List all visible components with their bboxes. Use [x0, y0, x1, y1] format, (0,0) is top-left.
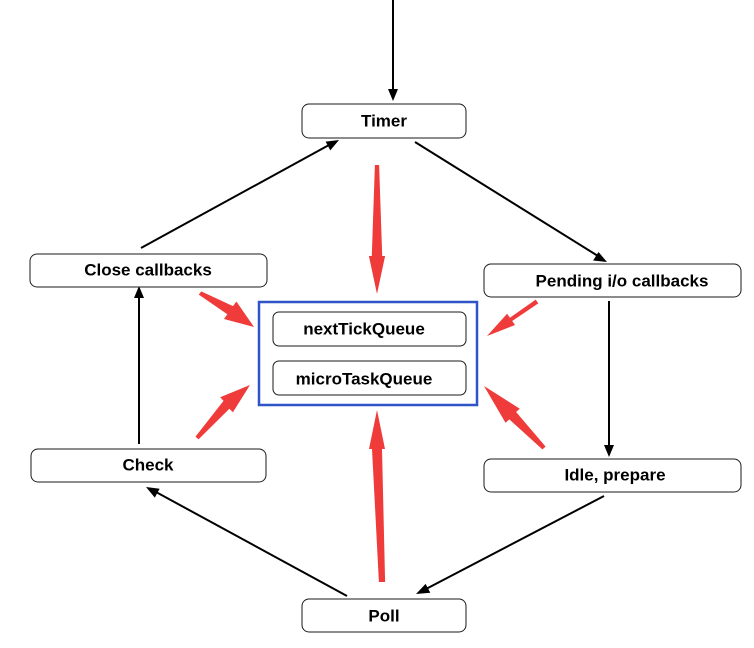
- queue-frame: [257, 300, 479, 407]
- queue-micro-task: microTaskQueue: [272, 360, 467, 396]
- phase-check-label: Check: [122, 455, 174, 474]
- phase-close-label: Close callbacks: [84, 260, 212, 279]
- phase-close-callbacks: Close callbacks: [29, 253, 268, 288]
- phase-pending-io-callbacks: Pending i/o callbacks: [483, 263, 742, 298]
- queue-arrow-from-pending: [487, 299, 539, 336]
- phase-poll: Poll: [301, 598, 467, 633]
- queue-micro-task-label: microTaskQueue: [296, 369, 433, 388]
- arrow-idle-to-poll: [416, 495, 605, 594]
- queue-arrow-from-poll: [369, 410, 386, 582]
- queue-arrow-from-timer: [368, 165, 386, 294]
- arrow-close-to-timer: [140, 140, 339, 249]
- phase-idle-label: Idle, prepare: [564, 465, 665, 484]
- phase-timer-label: Timer: [361, 111, 407, 130]
- arrow-check-to-close: [134, 286, 144, 444]
- queue-arrows: [195, 165, 546, 582]
- phase-idle-prepare: Idle, prepare: [483, 458, 742, 493]
- arrow-poll-to-check: [146, 487, 348, 597]
- phase-check: Check: [30, 448, 267, 483]
- phase-poll-label: Poll: [368, 606, 399, 625]
- entry-arrow: [388, 0, 398, 101]
- phase-pending-label: Pending i/o callbacks: [536, 271, 709, 290]
- queue-next-tick: nextTickQueue: [272, 311, 467, 347]
- queue-arrow-from-close: [198, 291, 254, 327]
- arrow-pending-to-idle: [604, 301, 614, 457]
- arrow-timer-to-pending: [414, 141, 607, 262]
- queue-next-tick-label: nextTickQueue: [303, 319, 425, 338]
- flow-arrows: [134, 0, 614, 597]
- phase-timer: Timer: [301, 103, 467, 139]
- queue-arrow-from-check: [195, 385, 250, 440]
- queue-arrow-from-idle: [484, 386, 546, 450]
